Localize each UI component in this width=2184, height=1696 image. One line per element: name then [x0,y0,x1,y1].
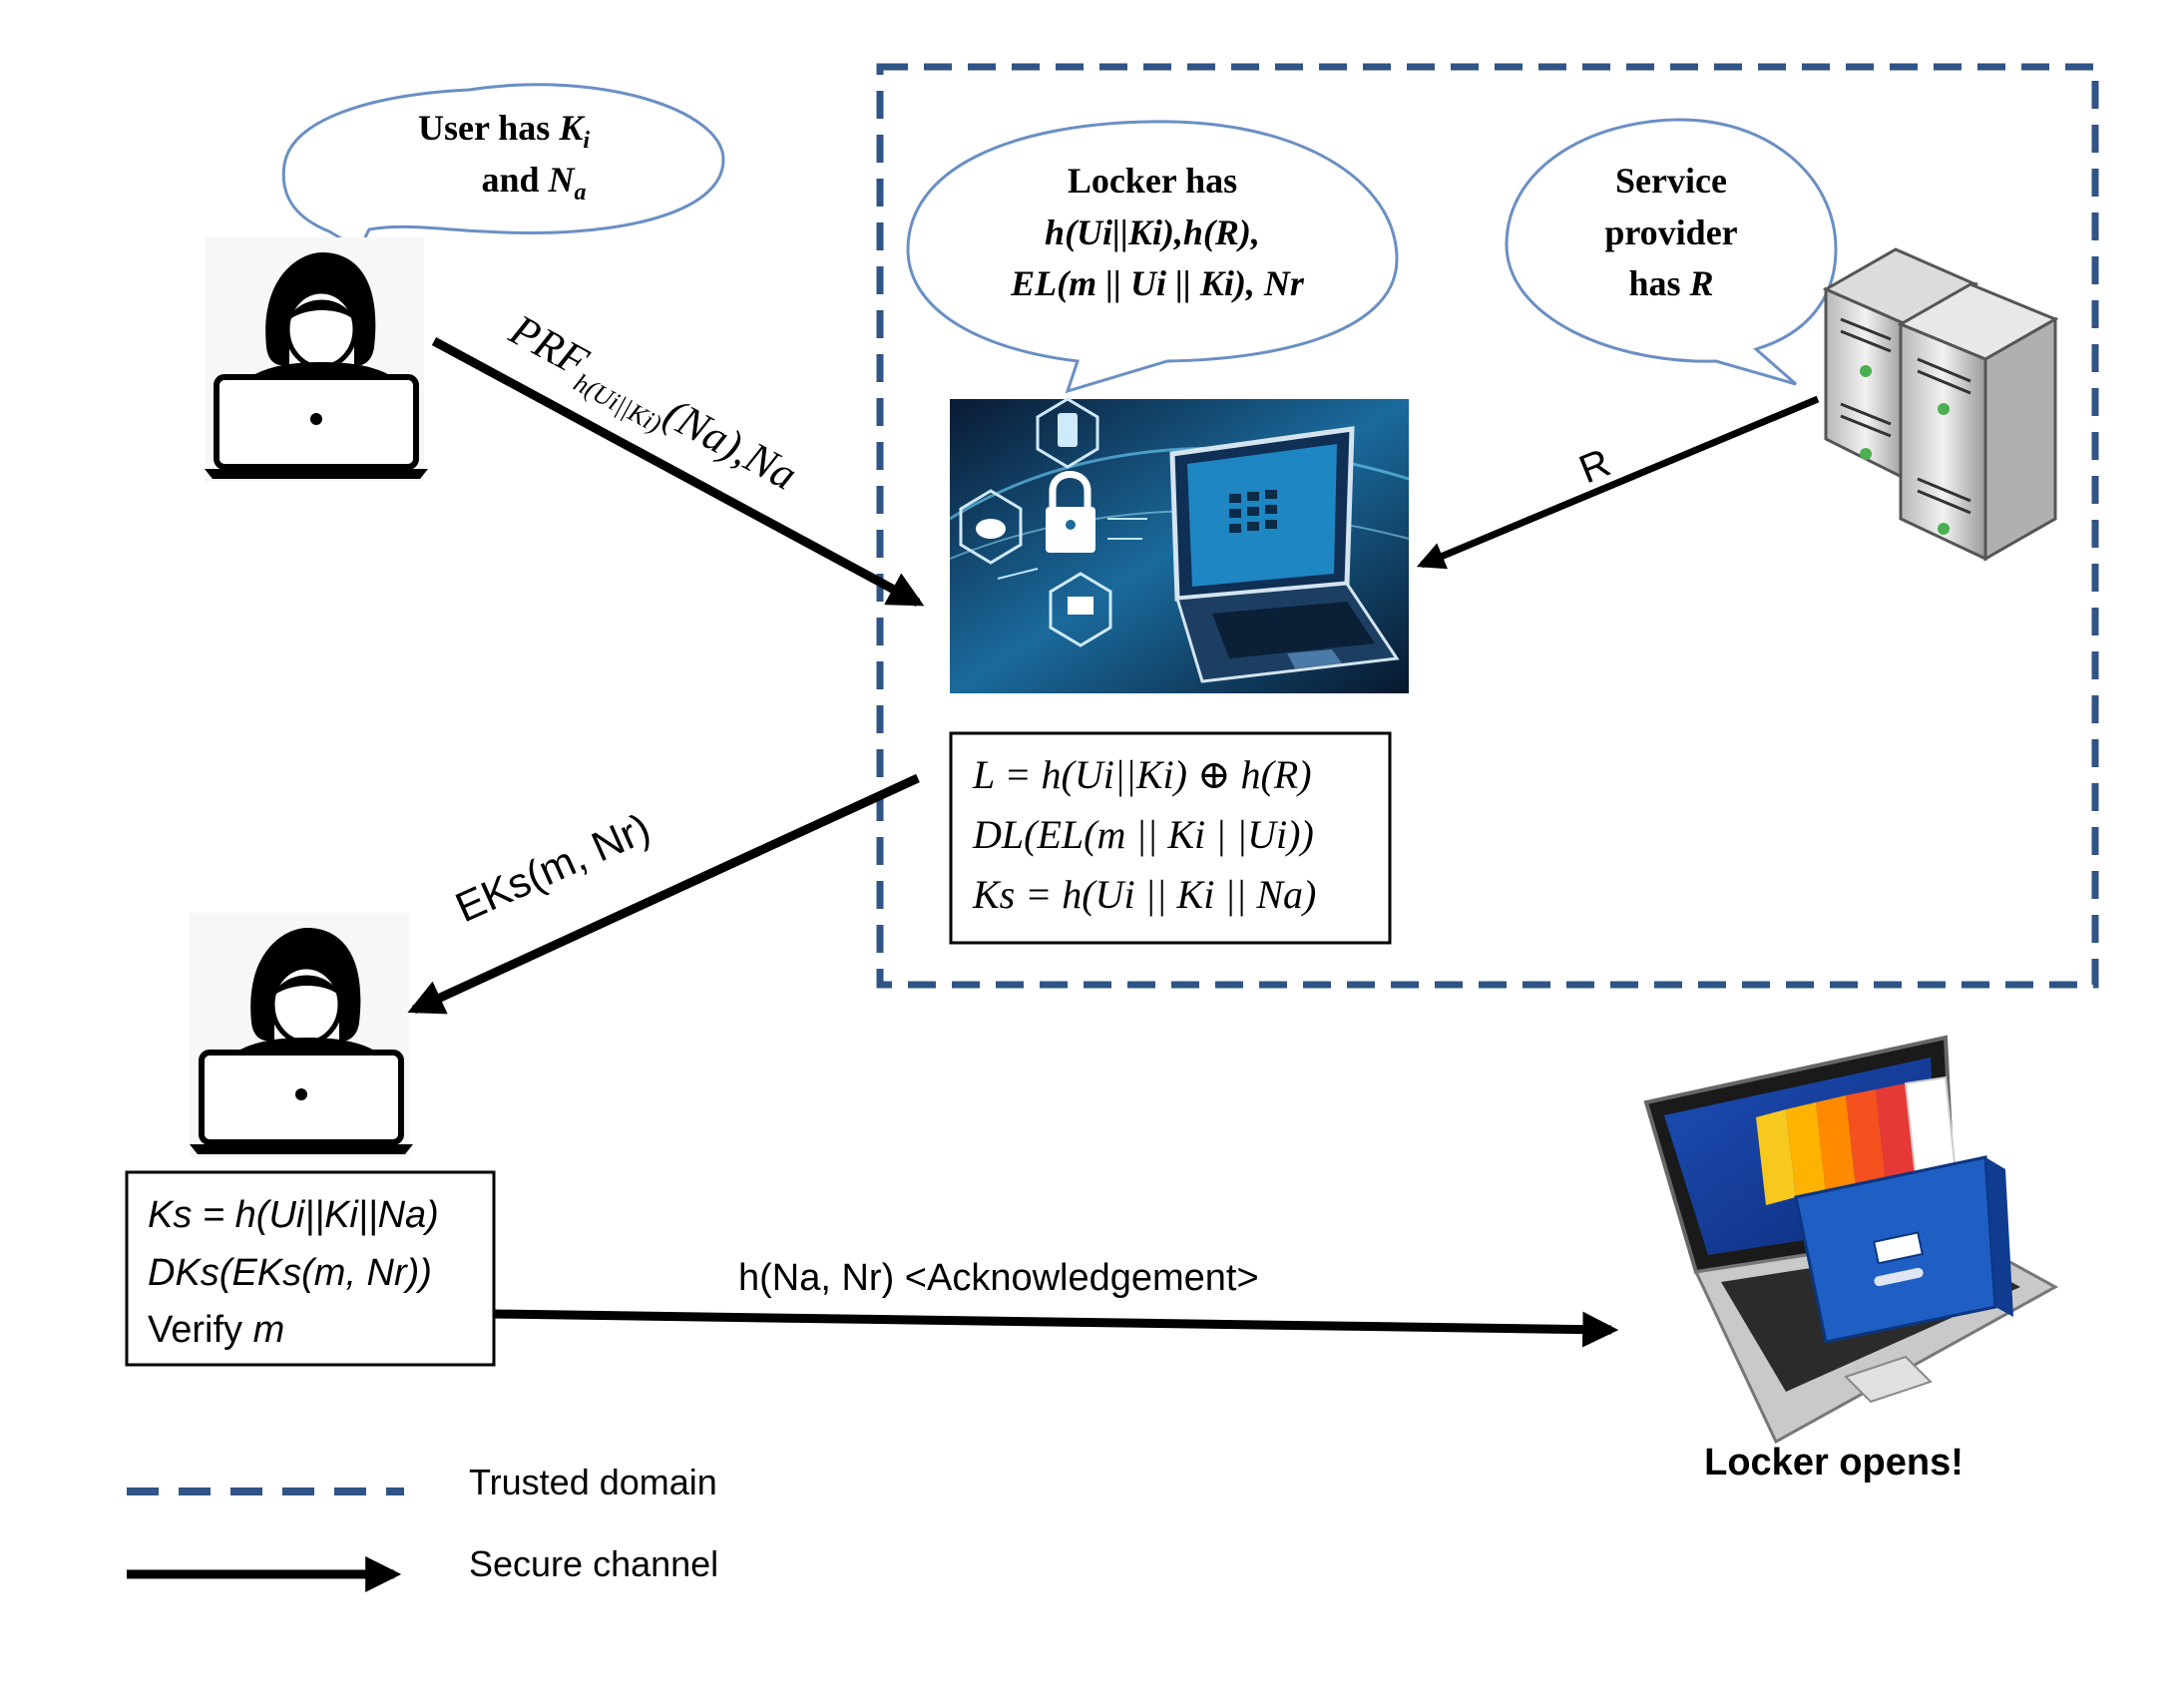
arrow-user-to-locker [431,337,925,607]
locker-speech-bubble [906,120,1399,394]
locker-laptop-image [949,397,1410,693]
service-bubble-line1: Service [1615,161,1727,201]
arrow-user-to-filing-locker [493,1309,1619,1348]
locker-box-line2: DL(EL(m || Ki | |Ui)) [972,812,1314,857]
user-speech-bubble [281,83,725,252]
locker-box-line1: L = h(Ui||Ki) ⊕ h(R) [972,752,1312,797]
trusted-domain-border [876,63,2099,989]
user-computation-box [125,1170,496,1367]
user-box-line2: DKs(EKs(m, Nr)) [148,1252,432,1294]
user-box-line1: Ks = h(Ui||Ki||Na) [148,1194,439,1236]
ack-label: h(Na, Nr) <Acknowledgement> [738,1257,1259,1299]
arrow-server-to-locker [1416,395,1820,570]
locker-bubble-line3: EL(m || Ui || Ki), Nr [1010,263,1305,303]
locker-box-line3: Ks = h(Ui || Ki || Na) [972,872,1316,917]
legend-trusted-label: Trusted domain [469,1462,717,1502]
prf-label: PRFh(Ui||Ki)(Na),Na [498,304,805,507]
locker-opens-label: Locker opens! [1704,1442,1964,1484]
arrow-locker-to-user [407,773,920,1015]
locker-bubble-line2: h(Ui||Ki),h(R), [1045,212,1260,252]
server-icon [1822,247,2059,562]
filing-laptop-icon [1643,1035,2059,1445]
service-bubble-line3: has R [1628,263,1713,303]
service-speech-bubble [1505,118,1838,386]
user-box-line3: Verify m [148,1309,284,1351]
user-laptop-icon [205,237,428,482]
locker-bubble-line1: Locker has [1068,161,1237,201]
legend-secure-label: Secure channel [469,1543,718,1584]
user-laptop-icon-2 [190,913,413,1157]
locker-computation-box [949,731,1392,945]
service-bubble-line2: provider [1604,212,1737,252]
user-bubble-line2: and Na [481,160,586,206]
user-bubble-line1: User has Ki [418,108,590,154]
